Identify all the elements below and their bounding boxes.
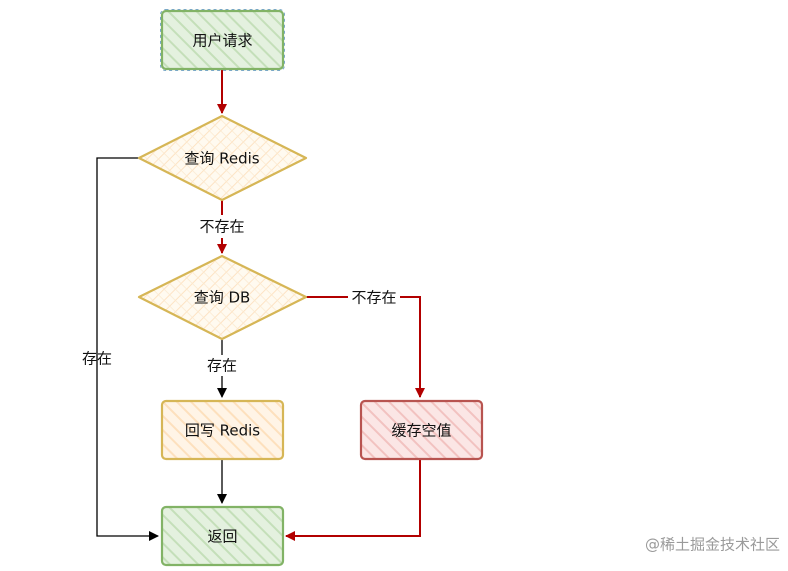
node-query-redis-label: 查询 Redis bbox=[184, 150, 259, 168]
node-write-back-redis-label: 回写 Redis bbox=[185, 422, 260, 440]
edge-label-redis-miss: 不存在 bbox=[199, 218, 244, 236]
node-query-db: 查询 DB bbox=[137, 254, 308, 341]
node-write-back-redis: 回写 Redis bbox=[160, 399, 285, 461]
edge-label-db-miss: 不存在 bbox=[351, 289, 396, 307]
node-return-label: 返回 bbox=[207, 528, 237, 546]
edge-redis-hit bbox=[96, 157, 159, 541]
node-cache-null-label: 缓存空值 bbox=[391, 422, 451, 440]
node-cache-null: 缓存空值 bbox=[359, 399, 484, 461]
edge-db-miss bbox=[306, 296, 425, 398]
edge-label-db-hit: 存在 bbox=[207, 357, 237, 375]
watermark-text: @稀土掘金技术社区 bbox=[645, 536, 780, 554]
edge-cachenull-to-return bbox=[285, 460, 421, 541]
node-query-db-label: 查询 DB bbox=[194, 289, 251, 307]
edge-label-redis-hit: 存在 bbox=[82, 350, 112, 368]
node-user-request-label: 用户请求 bbox=[192, 32, 252, 50]
node-return: 返回 bbox=[160, 505, 285, 567]
node-user-request: 用户请求 bbox=[160, 9, 285, 71]
node-query-redis: 查询 Redis bbox=[137, 114, 308, 202]
